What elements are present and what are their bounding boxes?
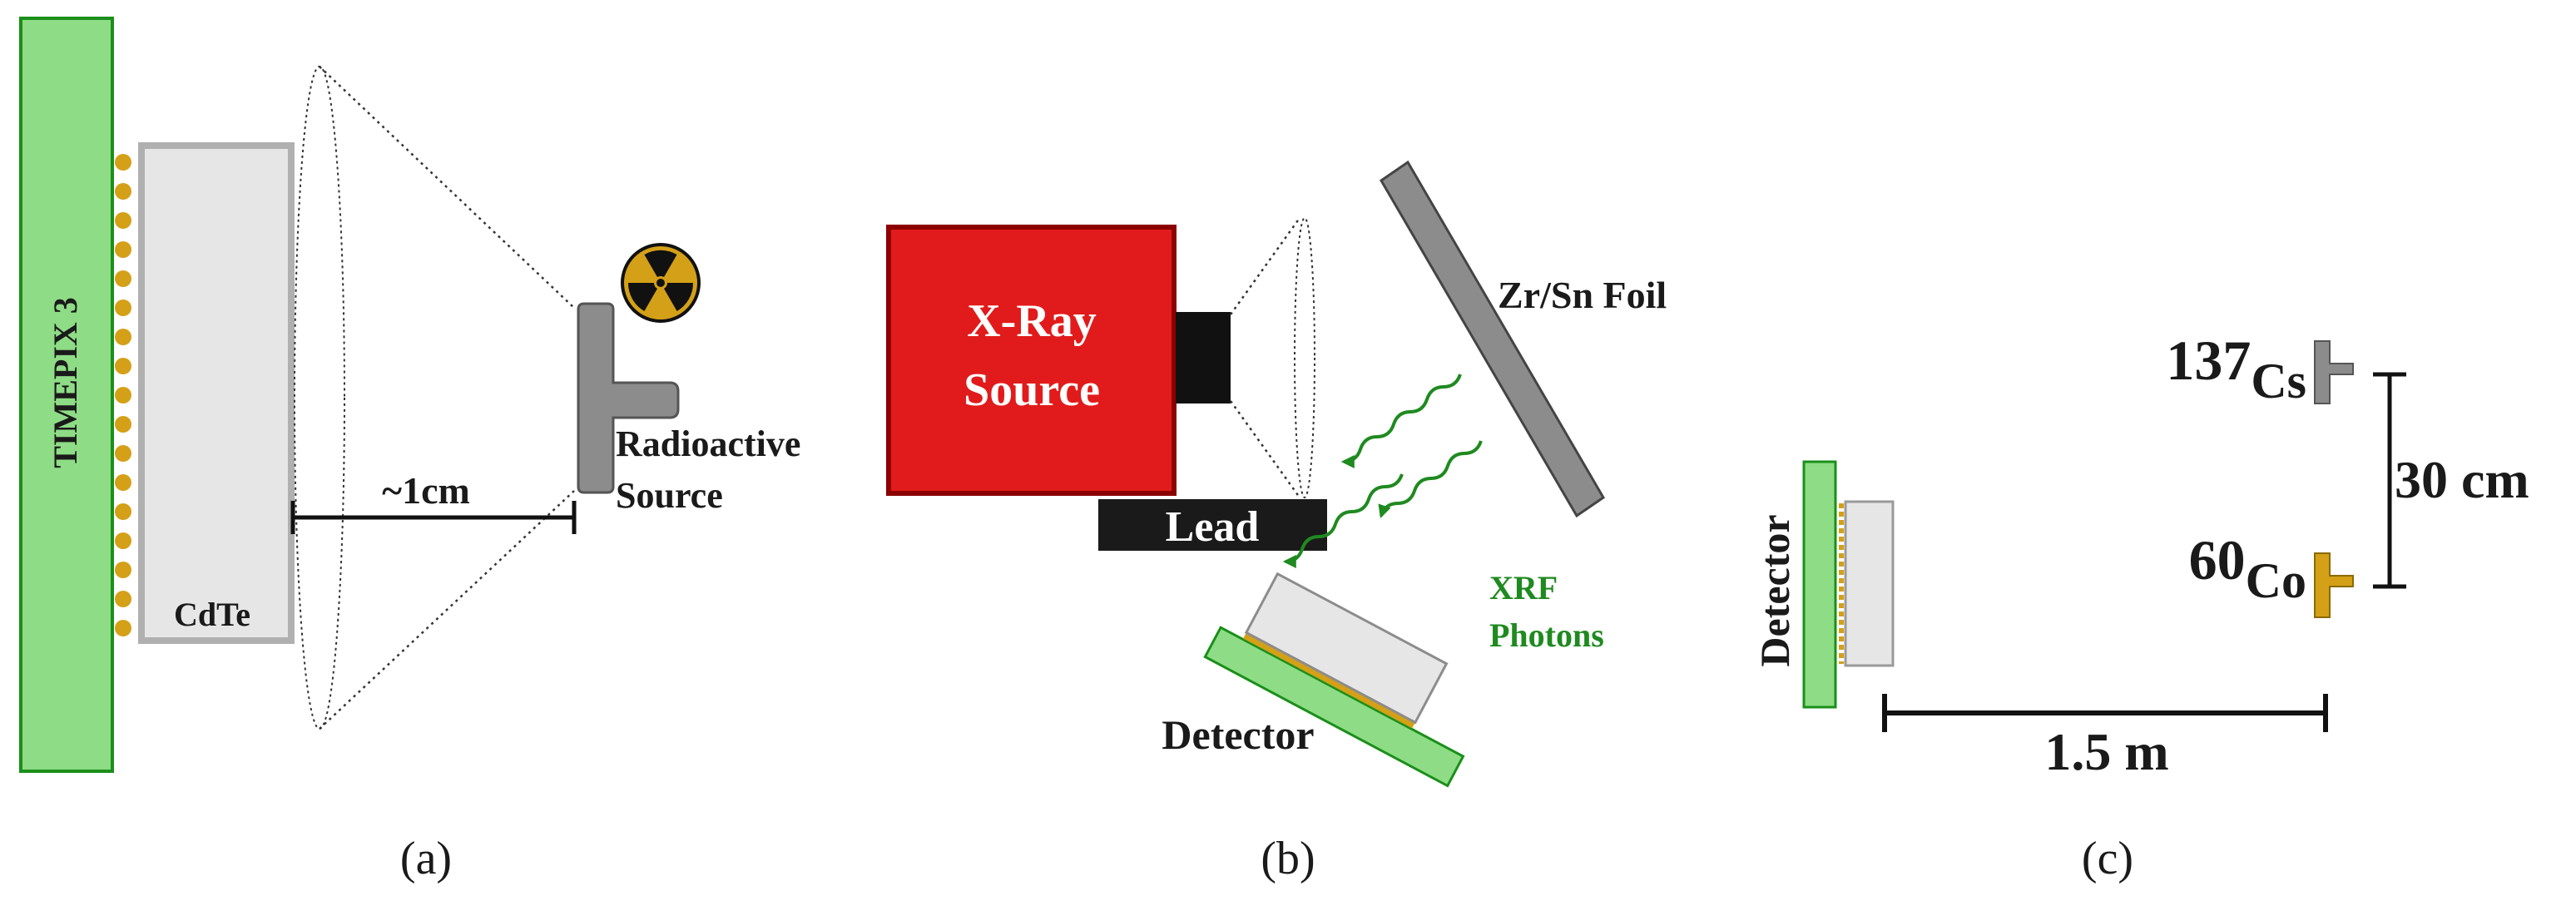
xray-source: [886, 225, 1177, 496]
source-label-line1: Radioactive: [616, 423, 800, 464]
detector-b-sensor: [1244, 572, 1449, 725]
beam-ellipse: [1294, 217, 1315, 498]
cs-symbol: Cs: [2251, 354, 2306, 408]
timepix-label: TIMEPIX 3: [47, 297, 84, 468]
caption-a: (a): [400, 833, 452, 884]
bump-bonds: [115, 154, 131, 636]
panel-c: Detector 137Cs 60Co 30 cm 1.5 m (c): [1751, 329, 2529, 884]
radiation-trefoil-icon: [621, 243, 701, 323]
caption-c: (c): [2082, 833, 2133, 884]
lead-label: Lead: [1166, 503, 1260, 551]
xrf-label-line2: Photons: [1489, 616, 1604, 654]
panel-b: X-Ray Source Lead Zr/Sn Foil XRF Photons…: [886, 160, 1667, 884]
detector-b-label: Detector: [1162, 711, 1314, 758]
detector-b: [1203, 572, 1465, 788]
foil: [1380, 160, 1605, 518]
co-symbol: Co: [2246, 553, 2306, 608]
xrf-photons: [1282, 374, 1483, 568]
cone-edge-top: [319, 66, 575, 309]
lead-block: [1098, 499, 1327, 551]
detector-b-chip: [1203, 626, 1465, 788]
detector-c-sensor: [1844, 500, 1895, 667]
horizontal-distance-label: 1.5 m: [2044, 722, 2168, 781]
panel-a: TIMEPIX 3 CdTe ~1cm Radioactive Source: [19, 17, 800, 884]
distance-label: ~1cm: [382, 469, 470, 512]
cdte-label: CdTe: [174, 596, 250, 633]
co-label: 60Co: [2189, 528, 2306, 608]
xray-label-line1: X-Ray: [967, 295, 1097, 347]
caption-b: (b): [1261, 833, 1315, 884]
xrf-label-line1: XRF: [1489, 569, 1558, 606]
cone-ellipse: [294, 66, 345, 730]
cs-label: 137Cs: [2166, 329, 2306, 408]
cdte-sensor: [138, 142, 295, 644]
vertical-distance-label: 30 cm: [2395, 450, 2529, 509]
timepix-chip: [19, 17, 114, 773]
cone-edge-bottom: [319, 490, 575, 730]
detector-c-label: Detector: [1751, 514, 1798, 666]
xray-label-line2: Source: [964, 364, 1100, 416]
source-label-line2: Source: [616, 475, 723, 516]
co-source: [2314, 552, 2354, 618]
collimator: [1176, 312, 1231, 403]
foil-label: Zr/Sn Foil: [1498, 274, 1667, 316]
co-mass: 60: [2189, 528, 2246, 592]
cs-mass: 137: [2166, 329, 2251, 392]
detector-b-bumps: [1243, 631, 1416, 729]
detector-c-chip: [1802, 460, 1837, 709]
radioactive-source: [577, 302, 680, 494]
cs-source: [2314, 340, 2354, 404]
